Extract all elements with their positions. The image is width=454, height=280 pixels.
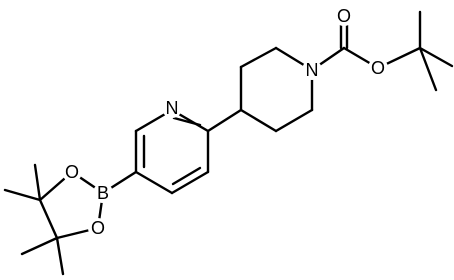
bond-quaternary-carbon-to-quaternary-carbon <box>38 198 59 240</box>
atom-label-b: B <box>97 183 109 203</box>
bond-piperidine-c4-c5 <box>239 108 278 133</box>
bond-pyridine-c4-c3-inner <box>171 166 202 186</box>
bond-pyridine-c4-c3 <box>170 170 210 195</box>
bond-tbu-methyl-right <box>418 46 454 68</box>
bond-piperidine-c5-c6 <box>274 108 314 133</box>
atom-label-o-pinacol-upper: O <box>65 162 79 182</box>
bond-methyl-upper-2 <box>33 163 42 202</box>
atom-oxygen-carbonyl: O <box>334 6 354 26</box>
atom-label-o-carbonyl: O <box>337 6 351 26</box>
atom-label-n-pyridine: N <box>166 98 179 118</box>
bond-pyridine-c2-n-inner <box>172 116 202 127</box>
atom-nitrogen-pyridine: N <box>162 98 182 118</box>
bond-piperidine-to-pyridine <box>206 108 243 133</box>
bond-methyl-lower-2 <box>55 236 65 276</box>
bonds <box>3 10 454 276</box>
atom-nitrogen-piperidine: N <box>302 60 322 80</box>
bond-pyridine-c5-c4 <box>134 170 174 195</box>
bond-piperidine-c2-c3 <box>239 46 278 69</box>
atom-label-o-ester: O <box>371 58 385 78</box>
bond-methyl-upper-1 <box>3 188 42 202</box>
atom-label-n-piperidine: N <box>306 60 319 80</box>
atoms: O O N N B O O <box>62 6 388 238</box>
bond-methyl-lower-1 <box>20 236 59 256</box>
atom-boron: B <box>93 183 113 203</box>
bond-tbu-methyl-bottom <box>418 46 438 92</box>
atom-oxygen-pinacol-upper: O <box>62 162 82 182</box>
atom-label-o-pinacol-lower: O <box>91 218 105 238</box>
atom-oxygen-ester: O <box>368 58 388 78</box>
atom-oxygen-pinacol-lower: O <box>88 218 108 238</box>
